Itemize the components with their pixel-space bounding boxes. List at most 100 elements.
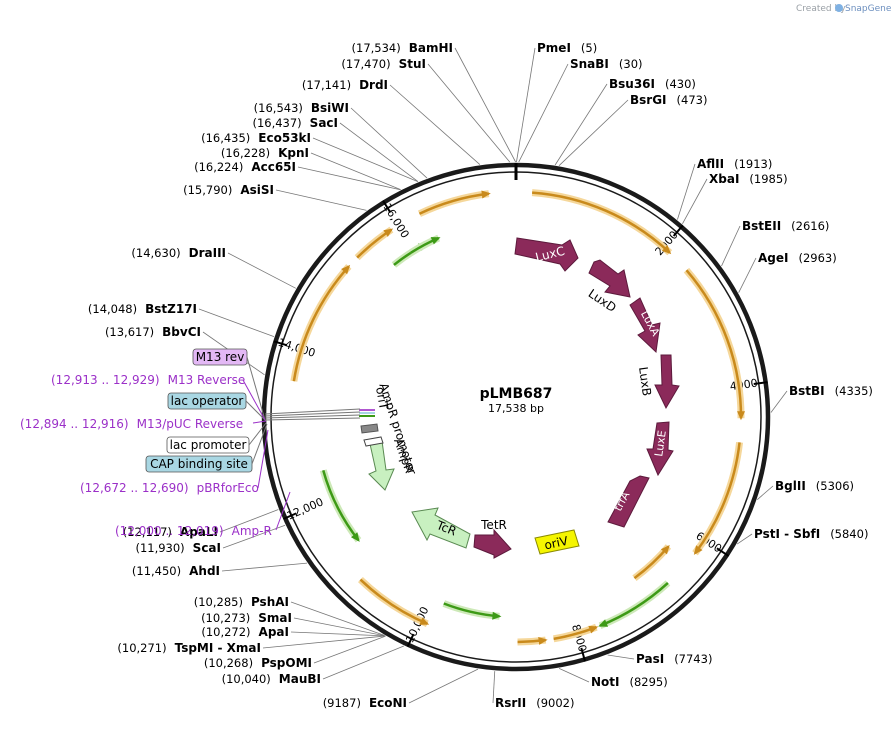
cap-binding-site-box: CAP binding site [145,455,253,473]
tick-mark [753,381,768,386]
tick-mark [406,633,415,648]
feature-arc-head [383,228,394,237]
svg-text:M13 rev: M13 rev [196,350,245,364]
site-bsteii: BstEII(2616) [742,219,829,233]
site-agei: AgeI(2963) [758,251,837,265]
site-leader [275,189,367,211]
site-leader [262,635,386,649]
plasmid-name: pLMB687 [480,386,553,402]
site-bsrgi: BsrGI(473) [630,93,707,107]
feature-arc-glow [417,190,490,217]
tick-mark [273,340,288,347]
feature-arc-glow [319,469,362,543]
snapgene-logo-icon [835,4,843,12]
site-leader [339,122,419,182]
site-leader [219,509,279,533]
primer-pbrforeco: (12,672 .. 12,690)pBRforEco [80,481,259,495]
feature-arc-head [492,611,502,620]
feature-luxc: LuxC [514,237,579,272]
feature-arc-glow [358,577,429,627]
feature-arc-head [661,245,672,255]
site-leader [227,252,297,289]
tick-mark [716,547,730,557]
feature-oriv-label: oriV [543,534,570,553]
site-leader [770,390,788,413]
site-stui: (17,470)StuI [341,57,426,71]
feature-trfa: trfA [607,475,650,528]
site-leader [408,668,479,704]
lux-operon: LuxC LuxD LuxA LuxB LuxE trfA [514,237,680,528]
site-leaders [198,47,788,704]
feature-arc [685,269,743,419]
feature-arc [292,265,350,382]
backbone-outer [261,162,771,672]
site-rsrii: RsrII(9002) [495,696,574,710]
site-acc65i: (16,224)Acc65I [194,160,296,174]
site-apali: (12,117)ApaLI [123,525,218,539]
feature-luxb: LuxB [636,354,680,410]
feature-arc [532,191,671,254]
feature-arc-head [737,411,746,421]
site-scai: (11,930)ScaI [135,541,221,555]
site-pasi: PasI(7743) [636,652,712,666]
lac-region-marks [359,409,375,417]
site-leader [516,47,536,163]
site-asisi: (15,790)AsiSI [183,183,274,197]
site-bbvci: (13,617)BbvCI [105,325,201,339]
credit-brand: SnapGene [845,4,892,14]
site-noti: NotI(8295) [591,675,668,689]
feature-oriv: oriV [534,529,580,555]
feature-tcr: TcR [411,507,471,549]
feature-luxb-label: LuxB [636,366,654,397]
site-aflii: AflII(1913) [697,157,772,171]
feature-luxe-label: LuxE [652,430,669,458]
site-draiii: (14,630)DraIII [131,246,226,260]
site-leader [554,83,608,166]
site-pspomi: (10,268)PspOMI [204,656,312,670]
site-bglii: BglII(5306) [775,479,854,493]
m13-rev-box: M13 rev [192,348,248,366]
feature-luxc-label: LuxC [534,244,566,265]
feature-tetr: TetR [473,518,512,559]
site-saci: (16,437)SacI [252,116,338,130]
feature-arc-head [351,532,360,542]
site-leader [721,225,741,267]
feature-orit-label: oriT [373,386,391,412]
site-leader [756,485,774,500]
feature-arc-head [419,617,430,625]
site-bamhi: (17,534)BamHI [352,41,453,55]
site-leader [297,166,401,191]
site-leader [558,667,590,683]
feature-luxe: LuxE [646,421,674,477]
site-leader [389,84,481,165]
tick-mark [580,647,587,662]
feature-arc-head [341,264,351,275]
tick-label: 4000 [729,377,759,394]
tick-label: 12,000 [285,495,325,522]
site-leader [736,533,753,545]
tick-mark [282,512,297,520]
feature-arc-glow [598,580,671,629]
site-leader [607,654,635,660]
site-apai: (10,272)ApaI [201,625,289,639]
primer-m13-puc-reverse: (12,894 .. 12,916)M13/pUC Reverse [20,417,243,431]
site-leader [558,99,629,166]
site-smai: (10,273)SmaI [201,611,292,625]
primer-m13-reverse: (12,913 .. 12,929)M13 Reverse [51,373,245,387]
site-leader [350,107,428,179]
site-leader [290,631,386,637]
site-leader [454,47,516,163]
feature-arc-head [598,619,609,627]
site-leader [198,308,275,338]
site-leader [677,163,696,220]
feature-luxd: LuxD [586,259,631,315]
site-leader [518,63,569,163]
plasmid-length: 17,538 bp [488,402,544,415]
site-pshai: (10,285)PshAI [194,595,289,609]
site-psti-sbfi: PstI - SbfI(5840) [754,527,868,541]
feature-tetr-label: TetR [480,518,507,532]
site-ahdi: (11,450)AhdI [132,564,220,578]
site-econi: (9187)EcoNI [323,696,407,710]
feature-arc [694,442,741,554]
